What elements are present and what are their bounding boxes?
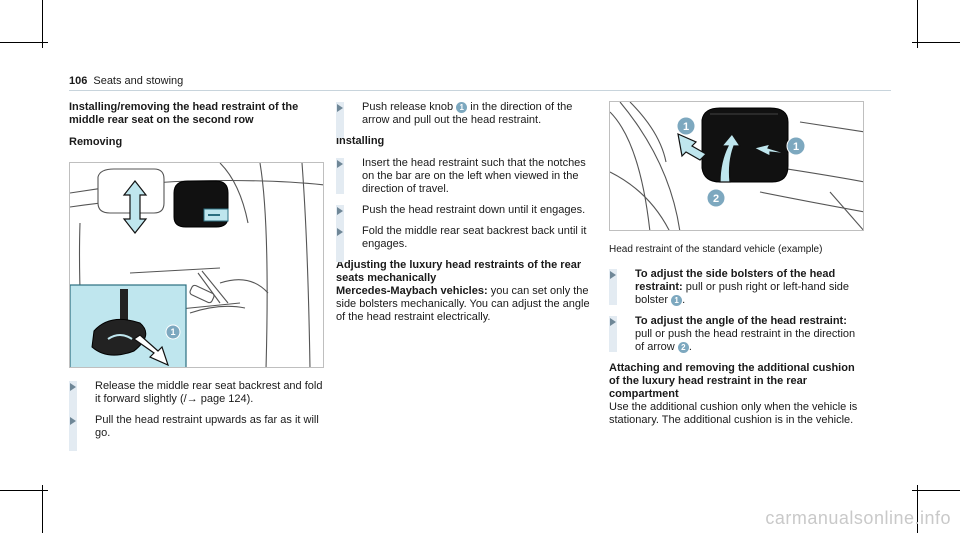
callout-badge: 1 <box>456 102 468 113</box>
callout-1: 1 <box>683 121 689 133</box>
step-push-head-restraint: Push the head restraint down until it en… <box>336 204 591 241</box>
cushion-text: Use the additional cushion only when the… <box>609 401 858 426</box>
step-arrow-icon <box>69 381 77 417</box>
crop-mark <box>917 0 918 48</box>
adjust-text: Mercedes-Maybach vehicles: you can set o… <box>336 285 590 323</box>
step-arrow-icon <box>336 226 344 262</box>
crop-mark <box>42 485 43 533</box>
watermark: carmanualsonline.info <box>765 508 951 528</box>
step-arrow-icon <box>609 316 617 352</box>
step-arrow-icon <box>336 158 344 194</box>
step-arrow-icon <box>336 205 344 241</box>
column-right: Head restraint of the standard vehicle (… <box>609 243 865 427</box>
crop-mark <box>0 490 48 491</box>
page-header: 106 Seats and stowing <box>69 75 183 87</box>
step-release-backrest: Release the middle rear seat backrest an… <box>69 380 325 417</box>
crop-mark <box>0 42 48 43</box>
step-push-release-knob: Push release knob 1 in the direction of … <box>336 101 591 138</box>
subheading-installing: Installing <box>336 135 385 147</box>
figure-caption: Head restraint of the standard vehicle (… <box>609 244 823 255</box>
step-arrow-icon <box>69 415 77 451</box>
step-pull-head-restraint: Pull the head restraint upwards as far a… <box>69 414 325 451</box>
step-adjust-bolsters: To adjust the side bolsters of the head … <box>609 268 865 307</box>
step-adjust-angle: To adjust the angle of the head restrain… <box>609 315 865 354</box>
crop-mark <box>912 490 960 491</box>
subheading-removing: Removing <box>69 136 123 148</box>
callout-badge: 2 <box>677 342 689 353</box>
column-left-steps: Release the middle rear seat backrest an… <box>69 380 325 451</box>
crop-mark <box>912 42 960 43</box>
head-restraint-drawing: 1 1 2 <box>610 102 863 230</box>
callout-1: 1 <box>793 141 799 153</box>
step-fold-backrest: Fold the middle rear seat backrest back … <box>336 225 591 262</box>
section-title: Seats and stowing <box>93 75 184 87</box>
cushion-heading: Attaching and removing the additional cu… <box>609 362 855 400</box>
crop-mark <box>42 0 43 48</box>
adjust-heading: Adjusting the luxury head restraints of … <box>336 259 582 284</box>
callout-badge: 1 <box>671 295 683 306</box>
rear-seat-drawing: 1 <box>70 163 323 367</box>
step-arrow-icon <box>609 269 617 305</box>
column-middle: Push release knob 1 in the direction of … <box>336 101 591 324</box>
illustration-head-restraint: 1 1 2 <box>609 101 864 231</box>
illustration-rear-seat: 1 <box>69 162 324 368</box>
callout-1: 1 <box>170 327 175 337</box>
callout-2: 2 <box>713 193 719 205</box>
step-insert-head-restraint: Insert the head restraint such that the … <box>336 157 591 196</box>
header-divider <box>69 90 891 91</box>
page-number: 106 <box>69 75 88 87</box>
crop-mark <box>917 485 918 533</box>
step-arrow-icon <box>336 102 344 138</box>
section-heading: Installing/removing the head restraint o… <box>69 101 299 126</box>
column-left: Installing/removing the head restraint o… <box>69 101 325 149</box>
